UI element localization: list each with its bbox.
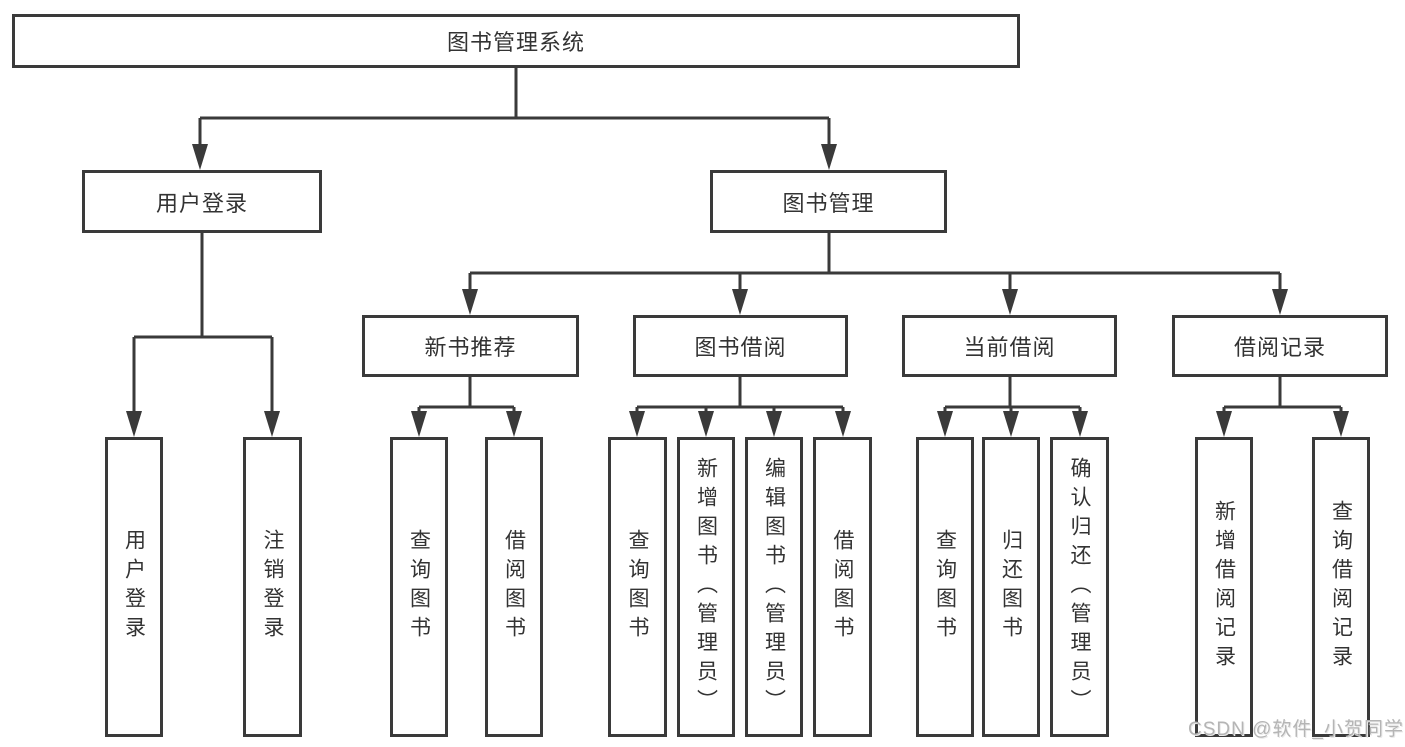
- leaf-add-record: 新增借阅记录: [1195, 437, 1253, 737]
- node-borrow-record: 借阅记录: [1172, 315, 1388, 377]
- node-user-login: 用户登录: [82, 170, 322, 233]
- leaf-confirm-return: 确认归还（管理员）: [1050, 437, 1109, 737]
- leaf-query-book-3: 查询图书: [916, 437, 974, 737]
- csdn-watermark: CSDN @软件_小贺同学: [1188, 719, 1404, 740]
- node-root-label: 图书管理系统: [446, 30, 585, 55]
- node-book-mgmt: 图书管理: [710, 170, 947, 233]
- leaf-confirm-return-label: 确认归还（管理员）: [1068, 456, 1091, 718]
- leaf-borrow-book-1: 借阅图书: [485, 437, 543, 737]
- leaf-return-book-label: 归还图书: [999, 529, 1023, 645]
- node-book-borrow: 图书借阅: [633, 315, 848, 377]
- leaf-borrow-book-2-label: 借阅图书: [831, 529, 854, 645]
- leaf-add-record-label: 新增借阅记录: [1212, 500, 1236, 674]
- leaf-logout-label: 注销登录: [261, 529, 284, 645]
- node-current-borrow-label: 当前借阅: [963, 335, 1056, 360]
- leaf-user-login-label: 用户登录: [122, 529, 146, 645]
- node-user-login-label: 用户登录: [155, 190, 248, 216]
- node-root: 图书管理系统: [12, 14, 1020, 68]
- node-new-book-rec: 新书推荐: [362, 315, 579, 377]
- leaf-edit-book: 编辑图书（管理员）: [745, 437, 803, 737]
- leaf-borrow-book-2: 借阅图书: [813, 437, 872, 737]
- leaf-return-book: 归还图书: [982, 437, 1040, 737]
- leaf-edit-book-label: 编辑图书（管理员）: [762, 456, 786, 718]
- leaf-logout: 注销登录: [243, 437, 302, 737]
- leaf-query-book-2: 查询图书: [608, 437, 667, 737]
- node-book-mgmt-label: 图书管理: [782, 190, 875, 216]
- node-new-book-rec-label: 新书推荐: [424, 335, 517, 360]
- leaf-borrow-book-1-label: 借阅图书: [502, 529, 526, 645]
- leaf-user-login: 用户登录: [105, 437, 163, 737]
- node-current-borrow: 当前借阅: [902, 315, 1117, 377]
- leaf-query-book-1-label: 查询图书: [407, 529, 431, 645]
- leaf-add-book: 新增图书（管理员）: [677, 437, 735, 737]
- leaf-query-record-label: 查询借阅记录: [1329, 500, 1353, 674]
- leaf-add-book-label: 新增图书（管理员）: [694, 456, 718, 718]
- node-borrow-record-label: 借阅记录: [1233, 335, 1326, 360]
- leaf-query-book-2-label: 查询图书: [626, 529, 649, 645]
- leaf-query-book-1: 查询图书: [390, 437, 448, 737]
- arrowheads: [126, 144, 1349, 437]
- node-book-borrow-label: 图书借阅: [694, 335, 787, 360]
- leaf-query-record: 查询借阅记录: [1312, 437, 1370, 737]
- leaf-query-book-3-label: 查询图书: [933, 529, 957, 645]
